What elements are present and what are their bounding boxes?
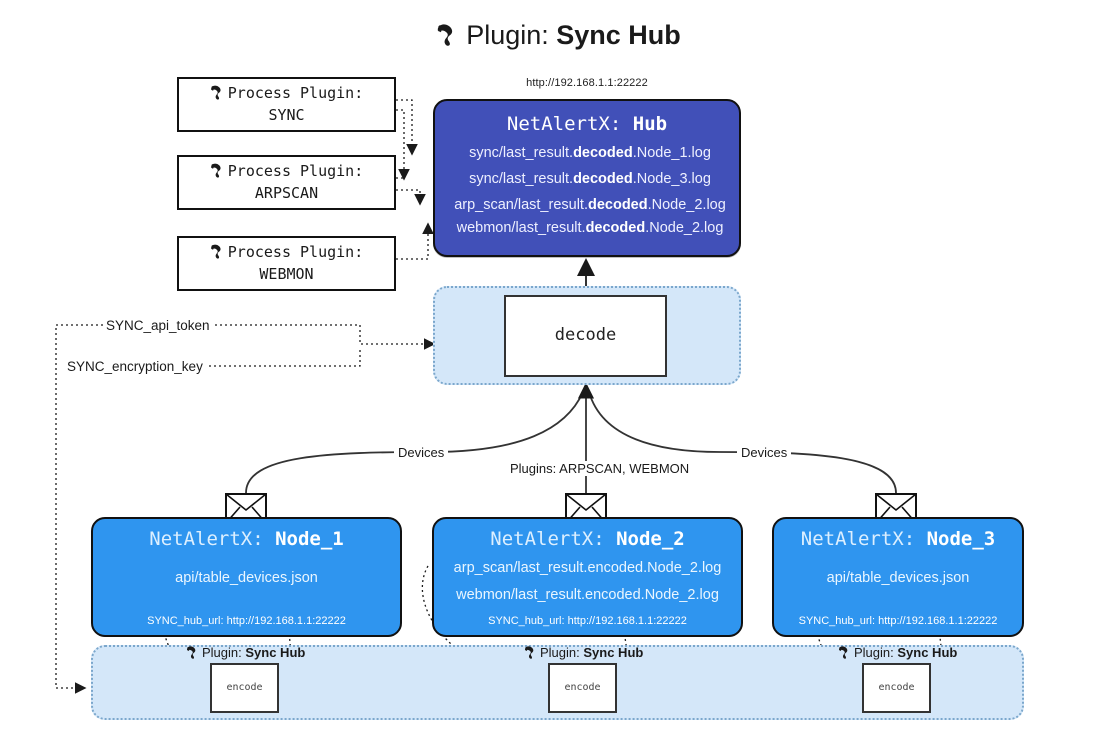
encode-label-name: Sync Hub <box>245 645 306 660</box>
decode-box[interactable]: decode <box>504 295 667 377</box>
node-box-node-2[interactable]: NetAlertX: Node_2 arp_scan/last_result.e… <box>432 517 743 637</box>
hub-log-post: .Node_2.log <box>645 220 724 236</box>
encode-box[interactable]: encode <box>210 663 279 713</box>
node-hub-url: SYNC_hub_url: http://192.168.1.1:22222 <box>147 615 346 627</box>
node-resource-line: webmon/last_result.encoded.Node_2.log <box>456 587 719 603</box>
node-title: NetAlertX: Node_2 <box>434 528 741 550</box>
node-resource-line: api/table_devices.json <box>175 570 318 586</box>
connector-api-token-to-decode <box>210 324 436 350</box>
encode-label: encode <box>226 682 263 693</box>
hub-log-pre: arp_scan/last_result. <box>454 197 588 213</box>
plug-icon <box>186 645 201 663</box>
page-title-name: Sync Hub <box>556 20 681 50</box>
edge-label-plugins: Plugins: ARPSCAN, WEBMON <box>506 461 694 476</box>
encode-label: encode <box>564 682 601 693</box>
hub-title: NetAlertX: Hub <box>435 113 739 135</box>
hub-log-strong: decoded <box>585 220 646 236</box>
sync-api-token-label: SYNC_api_token <box>103 318 213 333</box>
hub-log-line: webmon/last_result.decoded.Node_2.log <box>443 220 737 236</box>
hub-log-strong: decoded <box>573 145 633 161</box>
node-title: NetAlertX: Node_3 <box>774 528 1022 550</box>
hub-url-label: http://192.168.1.1:22222 <box>526 77 648 89</box>
decode-label: decode <box>554 325 617 345</box>
hub-log-pre: webmon/last_result. <box>456 220 586 236</box>
node-box-node-1[interactable]: NetAlertX: Node_1 api/table_devices.json… <box>91 517 402 637</box>
encode-label-lead: Plugin: <box>202 645 246 660</box>
encode-label-name: Sync Hub <box>583 645 644 660</box>
encode-label: encode <box>878 682 915 693</box>
process-plugin-heading: Process Plugin: <box>179 243 394 264</box>
hub-log-strong: decoded <box>573 171 633 187</box>
process-plugin-name: WEBMON <box>259 265 314 283</box>
node-title-prefix: NetAlertX: <box>149 528 276 550</box>
encode-plugin-label: Plugin: Sync Hub <box>186 645 305 663</box>
plug-icon <box>210 243 227 264</box>
sync-encryption-key-label: SYNC_encryption_key <box>64 359 206 374</box>
hub-log-strong: decoded <box>587 197 648 213</box>
encode-label-lead: Plugin: <box>540 645 584 660</box>
plug-icon <box>838 645 853 663</box>
hub-log-line: arp_scan/last_result.decoded.Node_2.log <box>443 197 737 213</box>
hub-log-line: sync/last_result.decoded.Node_1.log <box>443 145 737 161</box>
hub-log-pre: sync/last_result. <box>469 145 574 161</box>
encode-plugin-label: Plugin: Sync Hub <box>524 645 643 663</box>
node-title-name: Node_3 <box>926 528 996 550</box>
connector-webmon-to-log4 <box>396 222 434 260</box>
connector-sync-to-log2 <box>396 109 410 181</box>
connector-node1-devices <box>245 391 584 494</box>
hub-log-post: .Node_2.log <box>647 197 726 213</box>
process-plugin-name: ARPSCAN <box>254 184 319 202</box>
node-title-prefix: NetAlertX: <box>800 528 927 550</box>
process-plugin-title: Process Plugin: <box>227 84 364 102</box>
encode-label-lead: Plugin: <box>854 645 898 660</box>
process-plugin-heading: Process Plugin: <box>179 84 394 105</box>
hub-log-line: sync/last_result.decoded.Node_3.log <box>443 171 737 187</box>
node-hub-url: SYNC_hub_url: http://192.168.1.1:22222 <box>798 615 998 627</box>
node-title: NetAlertX: Node_1 <box>93 528 400 550</box>
edge-label-devices-right: Devices <box>737 445 792 460</box>
process-plugin-title: Process Plugin: <box>227 162 364 180</box>
connector-sync-to-log1 <box>396 99 418 156</box>
plug-icon <box>524 645 539 663</box>
connector-arpscan-to-log3 <box>396 189 426 206</box>
hub-title-name: Hub <box>632 113 668 135</box>
page-title: Plugin: Sync Hub <box>0 18 1117 56</box>
node-title-prefix: NetAlertX: <box>490 528 617 550</box>
node-resource-line: api/table_devices.json <box>826 570 970 586</box>
process-plugin-title: Process Plugin: <box>227 243 364 261</box>
node-box-node-3[interactable]: NetAlertX: Node_3 api/table_devices.json… <box>772 517 1024 637</box>
plug-icon <box>210 162 227 183</box>
plug-icon <box>210 84 227 105</box>
hub-log-post: .Node_3.log <box>632 171 711 187</box>
page-title-lead: Plugin: <box>466 20 557 50</box>
connector-node3-devices <box>588 391 897 494</box>
node-resource-line: arp_scan/last_result.encoded.Node_2.log <box>453 560 722 576</box>
edge-label-devices-left: Devices <box>394 445 449 460</box>
hub-log-pre: sync/last_result. <box>469 171 574 187</box>
hub-node[interactable]: NetAlertX: Hub sync/last_result.decoded.… <box>433 99 741 257</box>
process-plugin-box-arpscan[interactable]: Process Plugin: ARPSCAN <box>177 155 396 210</box>
encode-label-name: Sync Hub <box>897 645 958 660</box>
encode-box[interactable]: encode <box>548 663 617 713</box>
node-hub-url: SYNC_hub_url: http://192.168.1.1:22222 <box>488 615 687 627</box>
process-plugin-heading: Process Plugin: <box>179 162 394 183</box>
process-plugin-name: SYNC <box>268 106 305 124</box>
encode-plugin-label: Plugin: Sync Hub <box>838 645 957 663</box>
process-plugin-box-sync[interactable]: Process Plugin: SYNC <box>177 77 396 132</box>
hub-title-prefix: NetAlertX: <box>506 113 633 135</box>
node-title-name: Node_1 <box>275 528 344 550</box>
node-title-name: Node_2 <box>616 528 685 550</box>
hub-log-post: .Node_1.log <box>632 145 711 161</box>
process-plugin-box-webmon[interactable]: Process Plugin: WEBMON <box>177 236 396 291</box>
encode-box[interactable]: encode <box>862 663 931 713</box>
plug-icon <box>436 22 462 56</box>
